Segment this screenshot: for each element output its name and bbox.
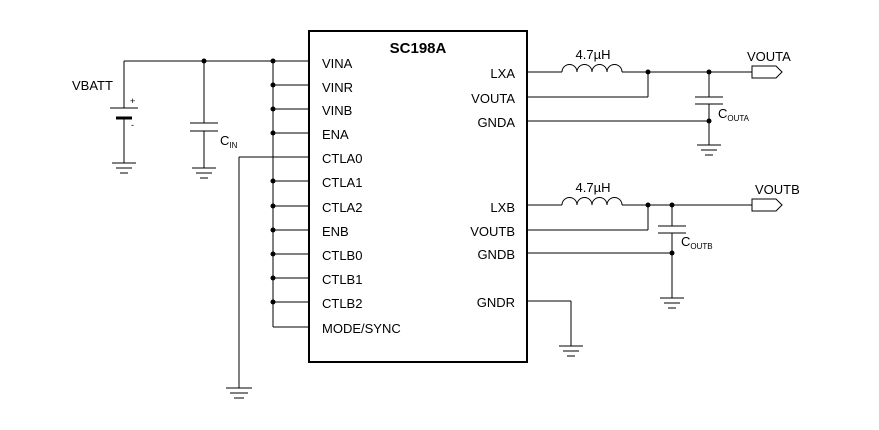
pin-lxb: LXB bbox=[490, 200, 515, 215]
pin-mode-sync: MODE/SYNC bbox=[322, 321, 401, 336]
inductor-b-value: 4.7µH bbox=[576, 180, 611, 195]
gndr-wiring bbox=[527, 300, 583, 357]
pin-ctla0: CTLA0 bbox=[322, 151, 362, 166]
pin-ena: ENA bbox=[322, 127, 349, 142]
channel-b-wiring bbox=[527, 197, 783, 309]
cin-capacitor bbox=[190, 61, 218, 179]
chip-body bbox=[308, 30, 528, 363]
vbatt-label: VBATT bbox=[72, 78, 113, 93]
pin-ctla1: CTLA1 bbox=[322, 175, 362, 190]
pin-vinb: VINB bbox=[322, 103, 352, 118]
inductor-a-value: 4.7µH bbox=[576, 47, 611, 62]
battery-symbol: + - bbox=[110, 61, 138, 174]
inductor-a-symbol bbox=[561, 64, 623, 73]
voutb-label: VOUTB bbox=[755, 182, 800, 197]
pin-vina: VINA bbox=[322, 56, 353, 71]
couta-label: COUTA bbox=[718, 106, 750, 123]
pin-ctla2: CTLA2 bbox=[322, 200, 362, 215]
battery-plus: + bbox=[130, 96, 135, 106]
pin-enb: ENB bbox=[322, 224, 349, 239]
pin-voutb: VOUTB bbox=[470, 224, 515, 239]
inductor-b-symbol bbox=[561, 197, 623, 206]
cin-label: CIN bbox=[220, 133, 238, 150]
pin-ctlb1: CTLB1 bbox=[322, 272, 362, 287]
left-wiring bbox=[124, 60, 309, 399]
chip-name: SC198A bbox=[390, 40, 447, 57]
voutb-arrow bbox=[751, 198, 783, 212]
vouta-label: VOUTA bbox=[747, 49, 791, 64]
coutb-label: COUTB bbox=[681, 234, 713, 251]
junction-dots-left bbox=[201, 58, 276, 305]
left-pin-labels: VINA VINR VINB ENA CTLA0 CTLA1 CTLA2 ENB… bbox=[322, 56, 401, 336]
pin-vinr: VINR bbox=[322, 80, 353, 95]
right-pin-labels: LXA VOUTA GNDA LXB VOUTB GNDB GNDR bbox=[470, 66, 515, 310]
pin-vouta: VOUTA bbox=[471, 91, 515, 106]
pin-lxa: LXA bbox=[490, 66, 515, 81]
vouta-arrow bbox=[751, 65, 783, 79]
battery-minus: - bbox=[131, 120, 134, 130]
pin-gnda: GNDA bbox=[477, 115, 515, 130]
pin-ctlb0: CTLB0 bbox=[322, 248, 362, 263]
pin-ctlb2: CTLB2 bbox=[322, 296, 362, 311]
channel-a-wiring bbox=[527, 64, 783, 156]
pin-gndb: GNDB bbox=[477, 247, 515, 262]
pin-gndr: GNDR bbox=[477, 295, 515, 310]
